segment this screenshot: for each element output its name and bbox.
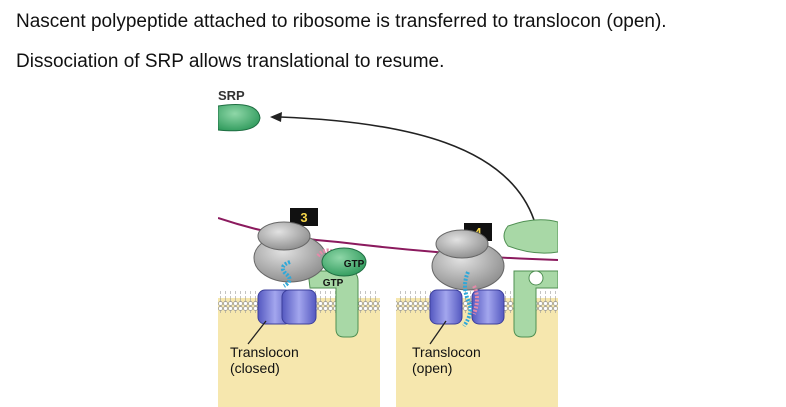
caption-line-1: Nascent polypeptide attached to ribosome… [16,11,667,32]
gtp-label-2: GTP [323,278,344,289]
right-caption-line2: (open) [412,360,452,376]
srp-bound-left [321,247,367,277]
caption-line-2: Dissociation of SRP allows translational… [16,51,445,72]
step-number-4: 4 [474,225,482,240]
ribosome-right [431,229,505,291]
right-caption-line1: Translocon [412,344,481,360]
srp-translocation-diagram: SRP 3 4 GTP GTP Translocon (closed) Tran… [218,88,558,407]
srp-released [218,104,261,132]
srp-receptor-right [513,270,558,338]
signal-seq-right [472,285,479,315]
step-number-3: 3 [300,210,307,225]
step-badge-3 [290,208,318,226]
left-caption-line2: (closed) [230,360,280,376]
pointer-right [429,320,447,345]
srp-receptor-pocket [528,270,544,286]
translocon-closed [257,289,317,325]
gtp-label-1: GTP [344,259,365,270]
srp-dissociating [503,219,558,254]
srp-label: SRP [218,88,245,103]
pointer-left [247,320,267,345]
left-caption-line1: Translocon [230,344,299,360]
release-arrow [279,116,535,221]
translocon-open [429,289,505,325]
ribosome-left [253,221,327,283]
release-arrowhead [270,112,282,122]
nascent-chain-right [462,271,473,328]
